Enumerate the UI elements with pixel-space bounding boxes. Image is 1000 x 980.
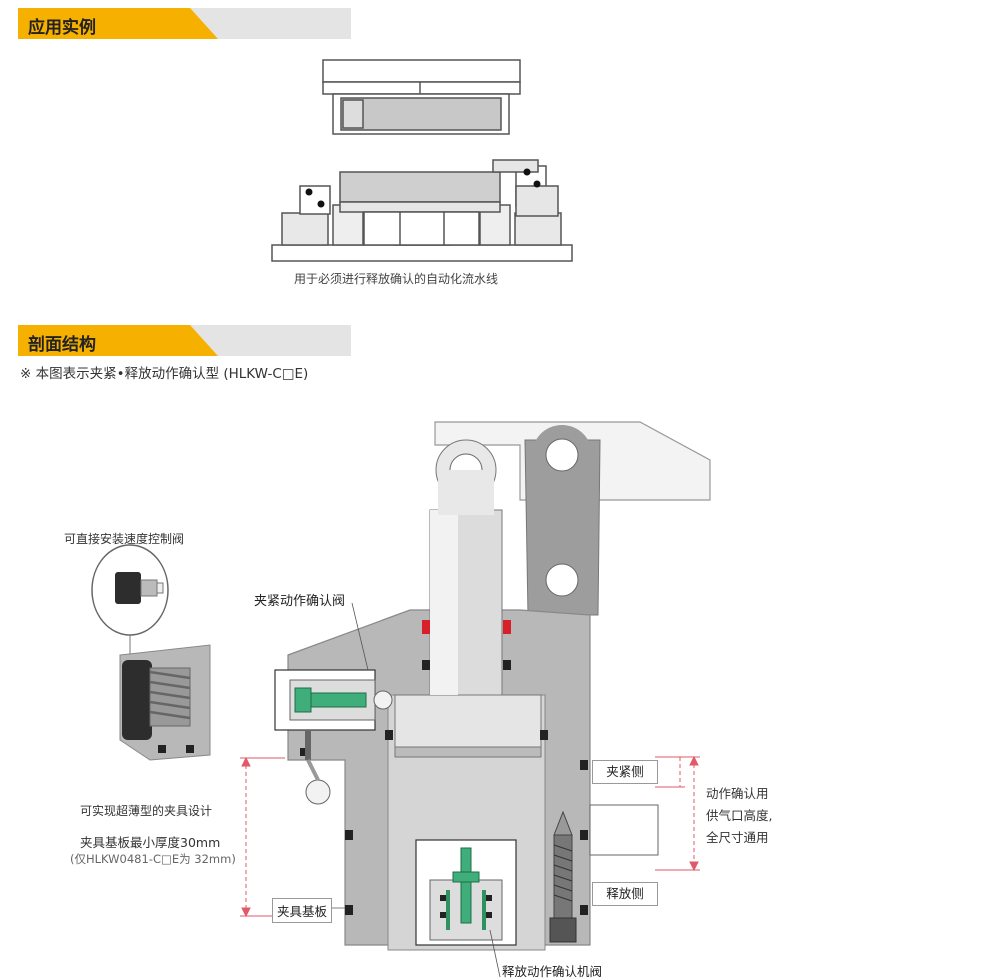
callout-min-thickness: 夹具基板最小厚度30mm — [80, 835, 221, 850]
cross-section-note: ※ 本图表示夹紧•释放动作确认型 (HLKW-C□E) — [20, 366, 309, 382]
port-boxes — [589, 804, 659, 856]
air-supply-line-3: 全尺寸通用 — [706, 830, 769, 845]
header-bar-accent — [18, 325, 218, 356]
piston-rod — [429, 439, 503, 696]
air-supply-line-1: 动作确认用 — [706, 786, 769, 801]
speed-control-valve-inset — [91, 544, 211, 761]
callout-air-supply-height: 动作确认用 供气口高度, 全尺寸通用 — [706, 783, 772, 849]
header-bar-accent — [18, 8, 218, 39]
rod-seals — [422, 620, 511, 634]
clamp-arm — [524, 425, 601, 616]
release-confirmation-valve — [415, 839, 517, 946]
callout-min-thickness-note: (仅HLKW0481-C□E为 32mm) — [70, 852, 236, 866]
fixture-thickness-dimension — [240, 756, 285, 918]
piston — [394, 694, 542, 758]
fixture-plate-label: 夹具基板 — [272, 898, 333, 923]
clamp-arm-bolts — [305, 168, 541, 208]
mounting-bolt — [549, 810, 577, 943]
air-supply-line-2: 供气口高度, — [706, 808, 773, 823]
clamp-side-port-label: 夹紧侧 — [592, 760, 658, 784]
callout-clamp-valve: 夹紧动作确认阀 — [250, 590, 350, 609]
callout-release-valve: 释放动作确认机阀 — [502, 964, 603, 979]
lower-assembly — [271, 159, 573, 262]
upper-fixture — [322, 59, 521, 135]
port-height-dimension — [655, 755, 700, 872]
section-header-application: 应用实例 — [18, 8, 351, 39]
callout-thin-design: 可实现超薄型的夹具设计 — [80, 804, 213, 818]
callout-speed-control-valve: 可直接安装速度控制阀 — [64, 532, 185, 546]
section-title-application: 应用实例 — [28, 18, 96, 38]
application-caption: 用于必须进行释放确认的自动化流水线 — [294, 272, 499, 286]
release-side-port-label: 释放侧 — [592, 882, 658, 906]
body-seals — [300, 660, 588, 915]
section-header-cross-section: 剖面结构 — [18, 325, 351, 356]
section-title-cross-section: 剖面结构 — [28, 335, 96, 355]
clamp-confirmation-valve — [274, 669, 393, 805]
